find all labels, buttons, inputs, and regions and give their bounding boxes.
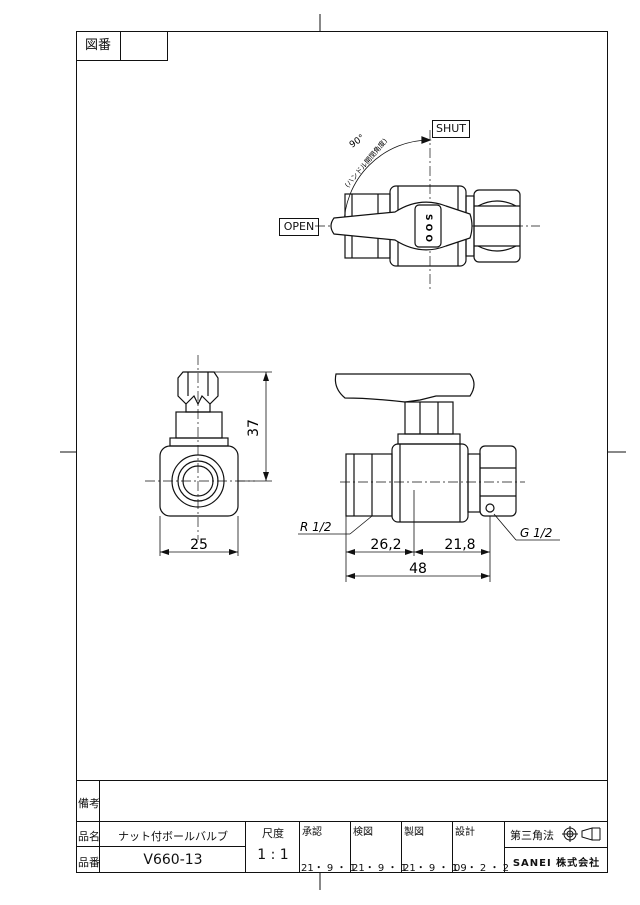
title-block: 備考 品名 ナット付ボールバルブ 品番 V660-13 尺度 1 : 1 承認 …	[76, 780, 608, 874]
projection-label: 第三角法	[510, 829, 554, 842]
third-angle-projection-icon	[562, 826, 601, 842]
product-number-label: 品番	[78, 856, 100, 869]
dim-length-right: 21,8	[444, 537, 475, 553]
front-view	[334, 373, 525, 523]
drawing-number-label: 図番	[76, 31, 121, 60]
dim-width-side: 25	[190, 537, 208, 553]
shut-label: SHUT	[432, 120, 470, 138]
product-name: ナット付ボールバルブ	[118, 830, 228, 843]
remarks-label: 備考	[78, 797, 100, 810]
approve-date: 21・ 9 ・ 1	[301, 863, 356, 874]
scale-value: 1 : 1	[257, 847, 289, 863]
dim-height: 37	[246, 419, 262, 437]
thread-right-label: G 1/2	[520, 526, 552, 540]
dim-total-length: 48	[409, 561, 427, 577]
thread-left-label: R 1/2	[300, 520, 331, 534]
side-view	[145, 355, 255, 540]
design-label: 設計	[455, 827, 475, 838]
drawing-number-box: 図番	[76, 31, 168, 61]
dimension-arrows	[160, 372, 490, 579]
top-view	[315, 130, 540, 290]
dim-length-left: 26,2	[370, 537, 401, 553]
remarks-field	[100, 781, 608, 822]
draw-label: 製図	[404, 827, 424, 838]
scale-label: 尺度	[262, 827, 284, 840]
drawing-frame	[76, 31, 608, 873]
company-name: SANEI 株式会社	[512, 858, 601, 869]
open-label: OPEN	[279, 218, 319, 236]
product-name-label: 品名	[78, 830, 100, 843]
check-date: 21・ 9 ・ 1	[352, 863, 407, 874]
design-date: 09・ 2 ・ 2	[454, 863, 509, 874]
handle-mark: S O O	[423, 214, 433, 242]
check-label: 検図	[353, 827, 373, 838]
approve-label: 承認	[302, 827, 322, 838]
draw-date: 21・ 9 ・ 1	[403, 863, 458, 874]
product-number: V660-13	[143, 852, 203, 868]
